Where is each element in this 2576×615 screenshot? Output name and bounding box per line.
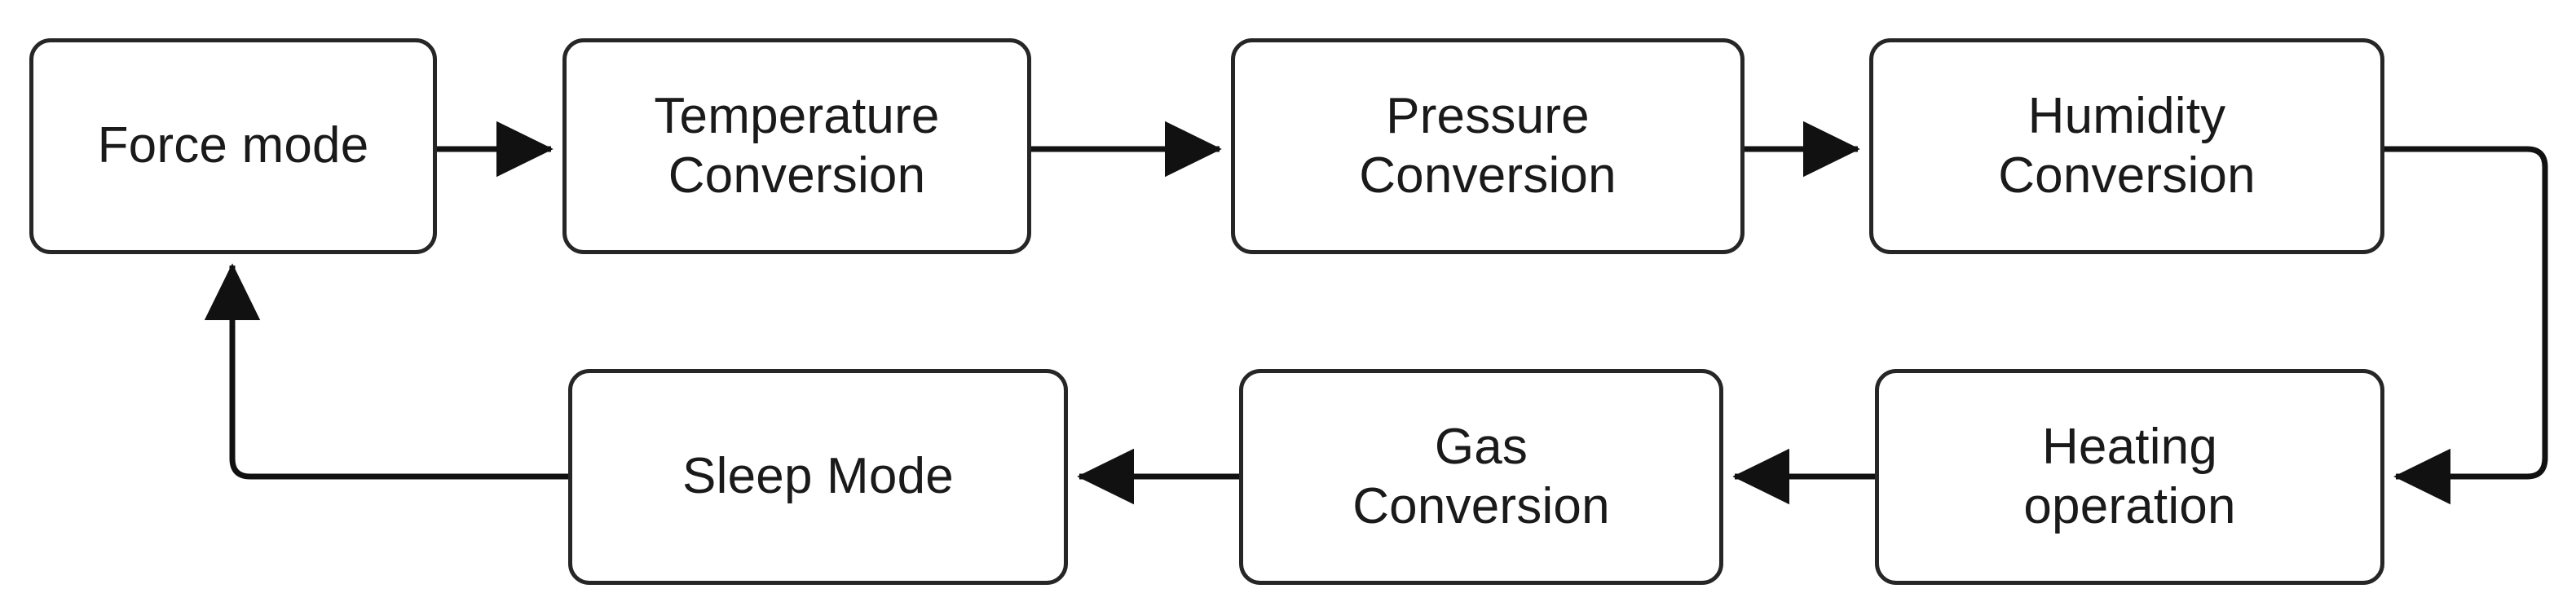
node-temperature-conversion-label: Temperature Conversion: [654, 87, 940, 204]
node-sleep-mode-label: Sleep Mode: [682, 448, 954, 505]
node-humidity-conversion-label: Humidity Conversion: [1998, 87, 2256, 204]
node-pressure-conversion[interactable]: Pressure Conversion: [1231, 38, 1745, 254]
node-gas-conversion[interactable]: Gas Conversion: [1239, 369, 1723, 585]
node-sleep-mode[interactable]: Sleep Mode: [568, 369, 1068, 585]
node-force-mode[interactable]: Force mode: [29, 38, 437, 254]
node-force-mode-label: Force mode: [97, 117, 369, 174]
node-pressure-conversion-label: Pressure Conversion: [1359, 87, 1617, 204]
edge-sleep-to-force: [204, 263, 568, 480]
node-humidity-conversion[interactable]: Humidity Conversion: [1869, 38, 2384, 254]
node-temperature-conversion[interactable]: Temperature Conversion: [562, 38, 1031, 254]
node-heating-operation[interactable]: Heating operation: [1875, 369, 2384, 585]
node-heating-operation-label: Heating operation: [2023, 418, 2236, 534]
node-gas-conversion-label: Gas Conversion: [1352, 418, 1610, 534]
edge-humidity-to-heating: [2384, 146, 2548, 505]
